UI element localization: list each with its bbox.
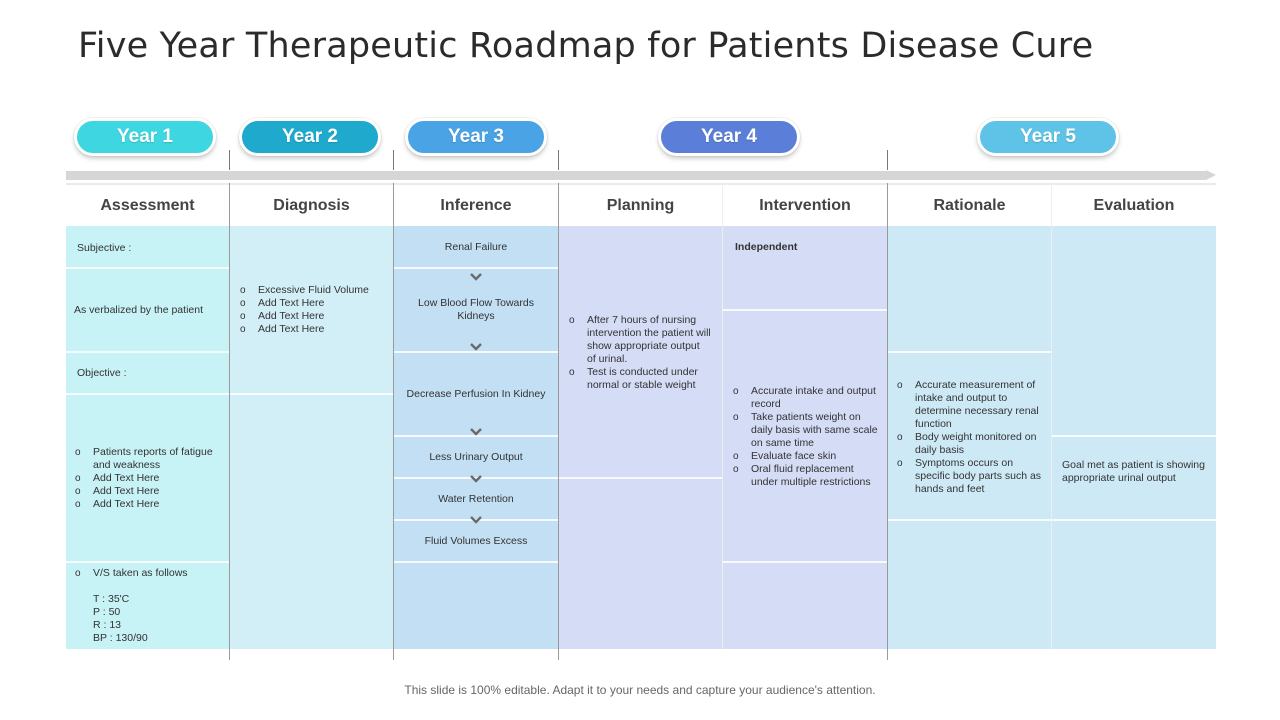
independent-label: Independent: [735, 241, 798, 253]
objective-list: Patients reports of fatigue and weakness…: [75, 446, 223, 511]
row-separator: [394, 477, 558, 479]
row-separator: [394, 351, 558, 353]
column-divider-light: [1051, 183, 1052, 649]
year-1-pill: Year 1: [73, 117, 217, 157]
year-3-pill: Year 3: [404, 117, 548, 157]
list-item: Oral fluid replacement under multiple re…: [733, 463, 879, 489]
column-divider: [887, 183, 888, 660]
year-tick: [558, 150, 559, 170]
year-tick: [229, 150, 230, 170]
timeline-arrowhead: [1206, 170, 1216, 180]
header-diagnosis: Diagnosis: [230, 186, 393, 226]
list-item: Add Text Here: [75, 472, 223, 485]
rationale-list: Accurate measurement of intake and outpu…: [897, 379, 1043, 496]
year-tick: [393, 150, 394, 170]
list-item: Add Text Here: [240, 323, 388, 336]
list-item: Symptoms occurs on specific body parts s…: [897, 457, 1043, 496]
row-separator: [394, 435, 558, 437]
planning-list: After 7 hours of nursing intervention th…: [569, 314, 711, 392]
header-intervention: Intervention: [723, 186, 887, 226]
inference-column: [394, 226, 558, 649]
list-item: Take patients weight on daily basis with…: [733, 411, 879, 450]
row-separator: [723, 309, 887, 311]
intervention-list: Accurate intake and output record Take p…: [733, 385, 879, 489]
inference-step-5: Water Retention: [438, 493, 514, 505]
row-separator: [888, 519, 1051, 521]
row-separator: [1052, 519, 1216, 521]
header-top-line: [66, 183, 1216, 185]
header-evaluation: Evaluation: [1052, 186, 1216, 226]
column-divider: [229, 183, 230, 660]
header-rationale: Rationale: [888, 186, 1051, 226]
row-separator: [394, 267, 558, 269]
inference-step-2: Low Blood Flow Towards Kidneys: [418, 297, 534, 322]
list-item: Add Text Here: [75, 498, 223, 511]
list-item: Test is conducted under normal or stable…: [569, 366, 711, 392]
chevron-down-icon: [470, 341, 482, 353]
inference-step-6: Fluid Volumes Excess: [424, 535, 528, 547]
column-divider-light: [722, 183, 723, 649]
vitals-block: T : 35'C P : 50 R : 13 BP : 130/90: [93, 593, 213, 645]
column-divider: [393, 183, 394, 660]
year-2-pill: Year 2: [238, 117, 382, 157]
vital-bp: BP : 130/90: [93, 632, 148, 644]
inference-step-1: Renal Failure: [444, 241, 508, 253]
year-tick: [887, 150, 888, 170]
header-planning: Planning: [559, 186, 722, 226]
chevron-down-icon: [470, 473, 482, 485]
planning-column: [559, 226, 722, 649]
evaluation-column: [1052, 226, 1216, 649]
inference-step-3: Decrease Perfusion In Kidney: [406, 388, 546, 400]
row-separator: [394, 561, 558, 563]
diagnosis-list: Excessive Fluid Volume Add Text Here Add…: [240, 284, 388, 336]
verbalized-text: As verbalized by the patient: [74, 304, 203, 316]
row-separator: [394, 519, 558, 521]
row-separator: [1052, 435, 1216, 437]
list-item: Evaluate face skin: [733, 450, 879, 463]
row-separator: [66, 351, 229, 353]
row-separator: [66, 561, 229, 563]
vital-temperature: T : 35'C: [93, 593, 130, 605]
list-item: Add Text Here: [75, 485, 223, 498]
row-separator: [723, 561, 887, 563]
page-title: Five Year Therapeutic Roadmap for Patien…: [78, 26, 1094, 66]
chevron-down-icon: [470, 271, 482, 283]
objective-label: Objective :: [77, 367, 127, 379]
row-separator: [888, 351, 1051, 353]
column-divider: [558, 183, 559, 660]
evaluation-text: Goal met as patient is showing appropria…: [1062, 459, 1205, 484]
subjective-label: Subjective :: [77, 242, 132, 254]
assessment-column: [66, 226, 229, 649]
inference-step-4: Less Urinary Output: [429, 451, 523, 463]
header-inference: Inference: [394, 186, 558, 226]
row-separator: [559, 477, 722, 479]
chevron-down-icon: [470, 514, 482, 526]
list-item: Add Text Here: [240, 297, 388, 310]
year-5-pill: Year 5: [976, 117, 1120, 157]
list-item: Add Text Here: [240, 310, 388, 323]
list-item: Patients reports of fatigue and weakness: [75, 446, 223, 472]
vital-respiration: R : 13: [93, 619, 122, 631]
list-item: V/S taken as follows: [75, 567, 223, 580]
list-item: Accurate measurement of intake and outpu…: [897, 379, 1043, 431]
year-4-pill: Year 4: [657, 117, 801, 157]
row-separator: [66, 267, 229, 269]
list-item: Body weight monitored on daily basis: [897, 431, 1043, 457]
chevron-down-icon: [470, 426, 482, 438]
footer-note: This slide is 100% editable. Adapt it to…: [404, 683, 876, 697]
header-assessment: Assessment: [66, 186, 229, 226]
vital-pulse: P : 50: [93, 606, 121, 618]
list-item: After 7 hours of nursing intervention th…: [569, 314, 711, 366]
list-item: Accurate intake and output record: [733, 385, 879, 411]
vs-list: V/S taken as follows: [75, 567, 223, 580]
list-item: Excessive Fluid Volume: [240, 284, 388, 297]
row-separator: [66, 393, 229, 395]
timeline-arrow: [66, 171, 1206, 180]
row-separator: [230, 393, 393, 395]
